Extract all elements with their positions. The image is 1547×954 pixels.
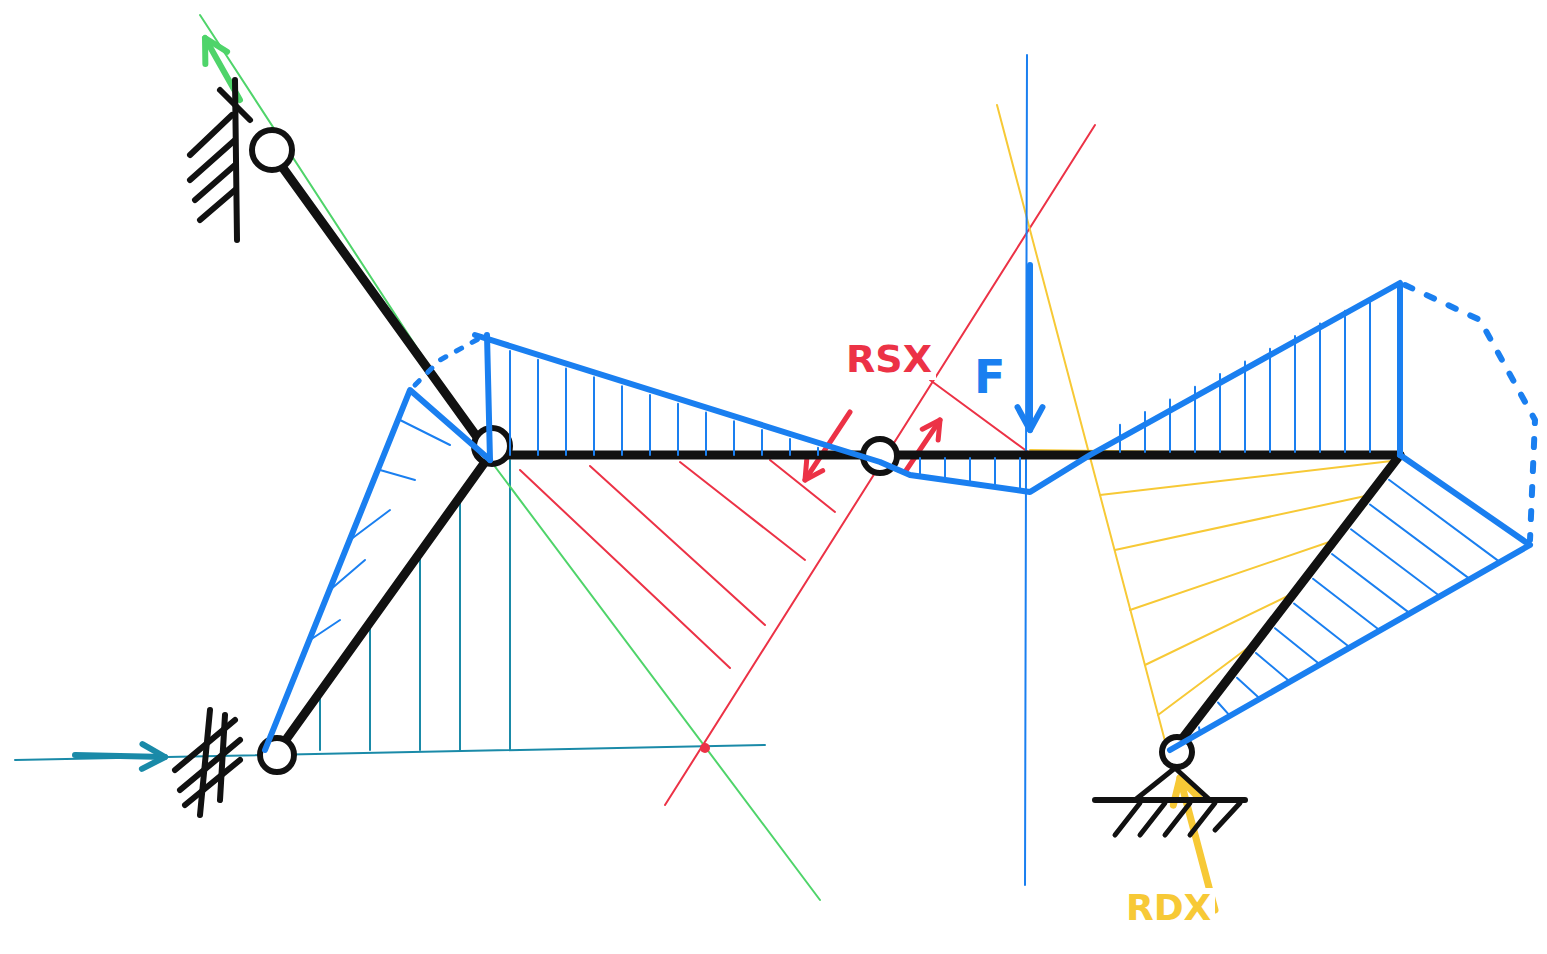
- moment-hatch: [380, 470, 415, 480]
- support-symbol: [1095, 797, 1245, 803]
- moment-hatch: [350, 510, 390, 540]
- moment-hatch: [944, 458, 946, 481]
- reaction-hatch: [509, 460, 511, 750]
- moment-diagram: [265, 390, 490, 750]
- support-symbol: [1190, 803, 1215, 835]
- moment-hatch: [330, 560, 365, 590]
- moment-hatch: [733, 421, 735, 455]
- support-symbol: [1175, 768, 1210, 800]
- reaction-hatch: [369, 622, 371, 750]
- moment-hatch: [789, 439, 791, 455]
- force-arrow: [1027, 265, 1033, 430]
- reaction-hatch: [590, 466, 765, 625]
- reaction-hatch: [419, 553, 421, 750]
- moment-diagram: [1405, 285, 1535, 540]
- moment-hatch: [1370, 505, 1470, 580]
- moment-hatch: [1244, 361, 1246, 452]
- moment-hatch: [621, 386, 623, 455]
- reaction-hatch: [459, 497, 461, 750]
- moment-hatch: [705, 413, 707, 455]
- moment-diagram: [475, 283, 1400, 492]
- hinge: [252, 130, 292, 170]
- frame-member: [275, 455, 490, 755]
- moment-hatch: [677, 404, 679, 455]
- moment-hatch: [593, 377, 595, 455]
- reaction-arrow: [75, 755, 165, 757]
- support-symbol: [220, 715, 225, 800]
- moment-hatch: [1237, 678, 1260, 699]
- force-arrow: [922, 420, 940, 440]
- support-symbol: [220, 90, 250, 120]
- moment-hatch: [1389, 480, 1500, 562]
- moment-hatch: [310, 620, 340, 640]
- force-label: F: [970, 352, 1009, 402]
- moment-hatch: [649, 395, 651, 455]
- moment-hatch: [509, 351, 511, 455]
- support-symbol: [1135, 768, 1175, 800]
- force-label: RSX: [842, 338, 936, 380]
- moment-hatch: [1256, 653, 1290, 682]
- moment-hatch: [969, 458, 971, 484]
- intersection-dot: [700, 743, 710, 753]
- moment-hatch: [994, 458, 996, 488]
- moment-hatch: [1019, 458, 1021, 491]
- reaction-arrow: [205, 38, 227, 64]
- frame-member: [1172, 455, 1400, 752]
- moment-hatch: [1219, 374, 1221, 452]
- force-arrow: [1018, 407, 1043, 430]
- moment-diagram: [1170, 455, 1530, 750]
- moment-hatch: [1344, 311, 1346, 452]
- moment-hatch: [919, 458, 921, 477]
- reaction-hatch: [770, 460, 835, 512]
- support-symbol: [1165, 803, 1190, 835]
- support-symbol: [200, 710, 210, 815]
- load-line: [1025, 55, 1027, 885]
- frame-member: [270, 150, 490, 455]
- support-symbol: [1140, 803, 1165, 835]
- moment-hatch: [565, 369, 567, 455]
- force-arrow: [905, 420, 940, 472]
- force-arrow: [805, 460, 823, 480]
- moment-hatch: [1144, 412, 1146, 452]
- reaction-line: [1030, 450, 1400, 750]
- moment-hatch: [1313, 579, 1380, 631]
- force-label: RDX: [1122, 888, 1215, 928]
- reaction-hatch: [680, 462, 805, 560]
- reaction-hatch: [1145, 590, 1300, 665]
- support-symbol: [1215, 803, 1240, 830]
- moment-diagram: [415, 338, 480, 385]
- reaction-line: [997, 105, 1170, 760]
- reaction-hatch: [520, 470, 730, 668]
- reaction-arrow: [142, 744, 165, 769]
- moment-hatch: [1194, 387, 1196, 452]
- moment-hatch: [1294, 604, 1350, 648]
- support-symbol: [1115, 803, 1140, 835]
- moment-hatch: [1199, 727, 1200, 733]
- moment-hatch: [400, 420, 450, 445]
- moment-hatch: [1332, 554, 1410, 613]
- moment-hatch: [537, 360, 539, 455]
- moment-hatch: [761, 430, 763, 455]
- moment-hatch: [1294, 336, 1296, 452]
- moment-hatch: [1218, 703, 1230, 716]
- moment-hatch: [1275, 628, 1320, 664]
- reaction-line: [15, 745, 765, 760]
- moment-hatch: [1169, 399, 1171, 452]
- support-symbol: [200, 190, 235, 220]
- reaction-hatch: [1100, 460, 1400, 495]
- moment-hatch: [1369, 298, 1371, 452]
- moment-hatch: [1319, 323, 1321, 452]
- moment-hatch: [1269, 349, 1271, 452]
- moment-hatch: [1351, 529, 1440, 596]
- moment-diagram: [487, 335, 490, 460]
- support-symbol: [185, 760, 240, 805]
- moment-hatch: [1119, 425, 1121, 452]
- moment-hatch: [817, 448, 819, 455]
